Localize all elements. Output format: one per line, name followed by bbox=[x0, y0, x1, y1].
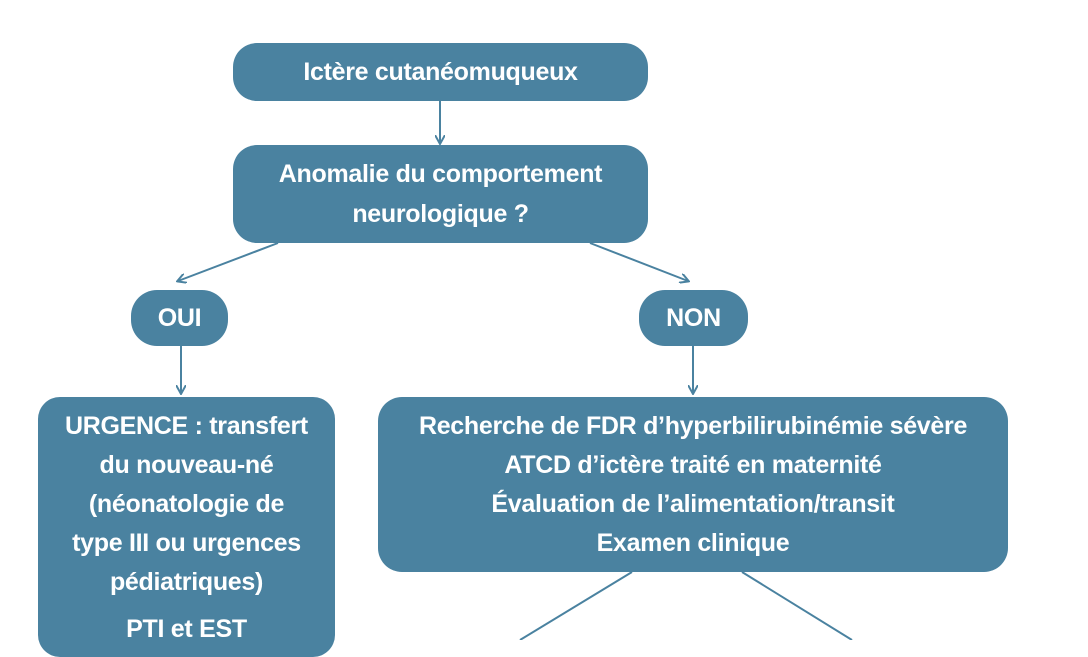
node-anomalie-line-2: neurologique ? bbox=[352, 200, 529, 228]
flowchart: Ictère cutanéomuqueux Anomalie du compor… bbox=[0, 43, 1008, 657]
node-urgence-line-5: pédiatriques) bbox=[109, 568, 264, 596]
node-recherche-line-4: Examen clinique bbox=[596, 528, 790, 557]
node-non: NON bbox=[639, 290, 748, 346]
node-ictere-label: Ictère cutanéomuqueux bbox=[303, 57, 578, 86]
node-ictere-cutaneomuqueux: Ictère cutanéomuqueux bbox=[233, 43, 648, 101]
node-urgence-extra: PTI et EST bbox=[126, 615, 247, 643]
node-urgence-transfert: URGENCE : transfert du nouveau-né (néona… bbox=[38, 397, 335, 657]
node-recherche-line-2: ATCD d’ictère traité en maternité bbox=[504, 450, 882, 479]
node-oui: OUI bbox=[131, 290, 228, 346]
branch-line-left bbox=[519, 571, 633, 640]
node-recherche-line-3: Évaluation de l’alimentation/transit bbox=[491, 489, 895, 518]
connectors bbox=[0, 101, 853, 640]
arrow-anomalie-to-non bbox=[589, 242, 688, 281]
node-recherche-line-1: Recherche de FDR d’hyperbilirubinémie sé… bbox=[418, 411, 968, 440]
node-anomalie-comportement: Anomalie du comportement neurologique ? bbox=[233, 145, 648, 243]
node-anomalie-line-1: Anomalie du comportement bbox=[278, 160, 603, 188]
node-recherche-fdr: Recherche de FDR d’hyperbilirubinémie sé… bbox=[378, 397, 1008, 572]
node-urgence-line-4: type III ou urgences bbox=[72, 529, 301, 557]
node-urgence-line-2: du nouveau-né bbox=[99, 451, 274, 479]
arrow-anomalie-to-oui bbox=[178, 242, 279, 281]
node-urgence-line-3: (néonatologie de bbox=[88, 490, 285, 518]
node-non-label: NON bbox=[666, 303, 721, 332]
branch-line-right bbox=[741, 571, 853, 640]
node-oui-label: OUI bbox=[157, 303, 202, 332]
node-urgence-line-1: URGENCE : transfert bbox=[65, 412, 308, 440]
